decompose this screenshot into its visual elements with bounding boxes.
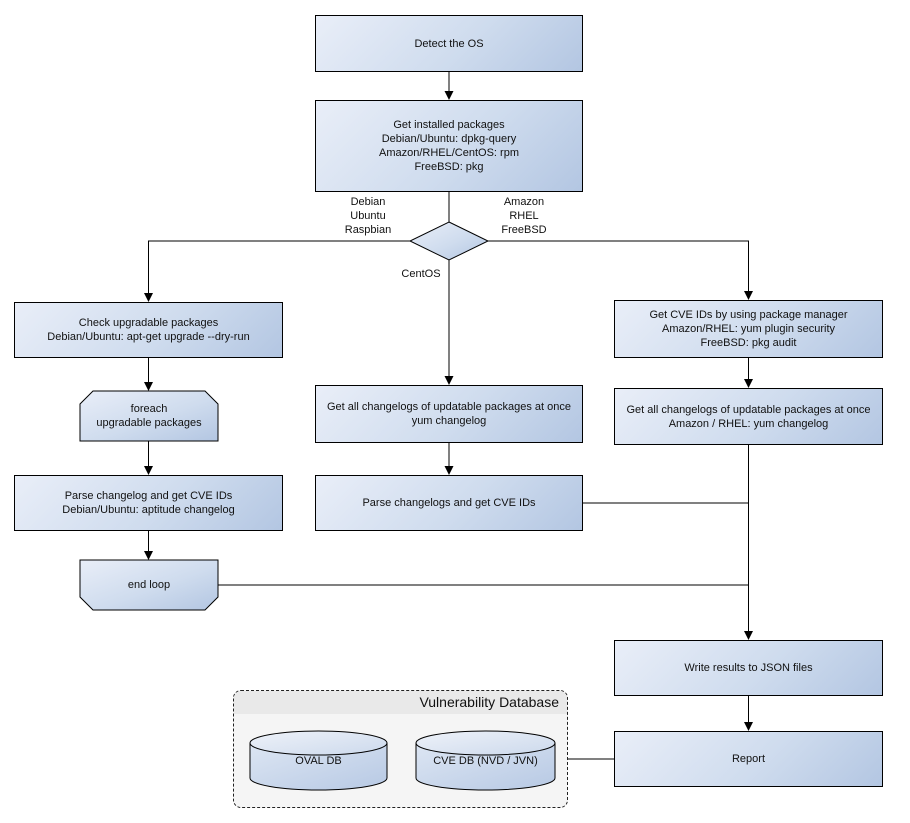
branch-label-debian: Debian Ubuntu Raspbian	[344, 196, 392, 236]
node-get-changelogs-amazon-rhel: Get all changelogs of updatable packages…	[614, 388, 883, 445]
oval-db-cylinder	[249, 730, 388, 791]
node-get-cve-ids-package-manager: Get CVE IDs by using package manager Ama…	[614, 300, 883, 358]
node-parse-changelogs-centos: Parse changelogs and get CVE IDs	[315, 475, 583, 531]
node-parse-changelog-debian: Parse changelog and get CVE IDs Debian/U…	[14, 475, 283, 531]
branch-label-amazon: Amazon RHEL FreeBSD	[501, 196, 547, 236]
os-decision-diamond	[408, 221, 490, 261]
arrowheads	[144, 91, 753, 731]
end-loop-shape	[79, 559, 219, 611]
connector-lines	[148, 72, 749, 760]
node-write-results-json: Write results to JSON files	[614, 640, 883, 696]
node-report: Report	[614, 731, 883, 787]
foreach-loop-shape	[79, 390, 219, 442]
node-get-installed-packages: Get installed packages Debian/Ubuntu: dp…	[315, 100, 583, 192]
node-check-upgradable-packages: Check upgradable packages Debian/Ubuntu:…	[14, 302, 283, 358]
node-get-changelogs-centos: Get all changelogs of updatable packages…	[315, 385, 583, 443]
vulnerability-database-title: Vulnerability Database	[234, 691, 567, 714]
node-detect-os: Detect the OS	[315, 15, 583, 72]
branch-label-centos: CentOS	[401, 268, 441, 280]
cve-db-cylinder	[415, 730, 556, 791]
